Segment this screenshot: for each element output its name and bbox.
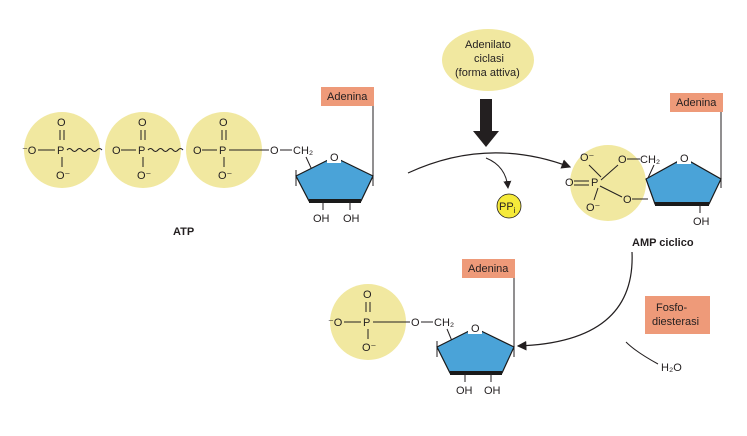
amp-ch2: CH₂ xyxy=(434,317,454,329)
atp-alpha-o-left: O xyxy=(193,145,202,157)
atp-alpha-o-minus-bottom: O⁻ xyxy=(218,170,233,182)
amp-adenine-label: Adenina xyxy=(468,263,509,275)
camp-p: P xyxy=(591,177,598,189)
camp-adenine-label: Adenina xyxy=(676,97,717,109)
hydrolysis-arrow xyxy=(516,251,633,351)
ppi-release-arrow xyxy=(485,157,512,189)
amp-oh-right: OH xyxy=(484,385,501,397)
camp-phosphate-circle xyxy=(570,145,646,221)
atp-ring-o: O xyxy=(330,152,339,164)
atp-beta-p: P xyxy=(138,145,145,157)
pde-line-1: Fosfo- xyxy=(656,302,688,314)
water-label: H₂O xyxy=(661,362,682,374)
atp-bridge-o: O xyxy=(270,145,279,157)
atp-adenine-box xyxy=(321,87,374,106)
amp-o-minus-left: ⁻O xyxy=(328,317,343,329)
atp-oh-left: OH xyxy=(313,213,330,225)
atp-ch2: CH₂ xyxy=(293,145,313,157)
amp-o-minus-bottom: O⁻ xyxy=(362,342,377,354)
atp-gamma-o-top: O xyxy=(57,117,66,129)
atp-oh-right: OH xyxy=(343,213,360,225)
enzyme-line-3: (forma attiva) xyxy=(455,67,520,79)
adenylate-cyclase-step: Adenilato ciclasi (forma attiva) PPi xyxy=(407,29,572,219)
amp-oh-left: OH xyxy=(456,385,473,397)
atp-label: ATP xyxy=(173,226,194,238)
camp-o-minus-bottom: O⁻ xyxy=(586,202,601,214)
amp-o-top: O xyxy=(363,289,372,301)
phosphate-beta-circle xyxy=(105,112,181,188)
down-arrow-icon xyxy=(473,99,499,147)
phosphate-alpha-circle xyxy=(186,112,262,188)
camp-o-minus-top: O⁻ xyxy=(580,152,595,164)
ppi-label: PPi xyxy=(499,201,516,215)
pde-line-2: diesterasi xyxy=(652,316,699,328)
camp-oh: OH xyxy=(693,216,710,228)
atp-alpha-o-top: O xyxy=(219,117,228,129)
camp-label: AMP ciclico xyxy=(632,237,694,249)
curved-arrow-icon xyxy=(407,152,572,174)
atp-beta-o-top: O xyxy=(138,117,147,129)
atp-beta-o-left: O xyxy=(112,145,121,157)
camp-adenine-box xyxy=(670,93,723,112)
amp-ring-o: O xyxy=(471,323,480,335)
phosphodiesterase-box xyxy=(645,296,710,334)
atp-gamma-p: P xyxy=(57,145,64,157)
amp-phosphate-circle xyxy=(330,284,406,360)
atp-molecule: O ⁻O P O⁻ O O P O⁻ O O P O⁻ O CH₂ O xyxy=(22,87,374,238)
atp-alpha-p: P xyxy=(219,145,226,157)
phosphodiesterase-step: Fosfo- diesterasi H₂O xyxy=(516,251,710,374)
camp-o-upper: O xyxy=(618,154,627,166)
ppi-circle xyxy=(496,193,522,219)
amp-bridge-o: O xyxy=(411,317,420,329)
ppi-subscript: i xyxy=(514,206,516,215)
camp-ring-o: O xyxy=(680,153,689,165)
enzyme-line-2: ciclasi xyxy=(474,53,504,65)
amp-adenine-box xyxy=(462,259,515,278)
water-input-line xyxy=(625,341,659,365)
camp-molecule: O⁻ O P O⁻ O CH₂ O O OH Adenina AMP cicli… xyxy=(565,93,723,249)
atp-gamma-o-minus-bottom: O⁻ xyxy=(56,170,71,182)
atp-adenine-label: Adenina xyxy=(327,91,368,103)
amp-molecule: O ⁻O P O⁻ O CH₂ O OH OH Adenina xyxy=(328,259,515,397)
adenylate-cyclase-ellipse xyxy=(442,29,534,91)
camp-o-lower: O xyxy=(623,194,632,206)
amp-p: P xyxy=(363,317,370,329)
atp-gamma-o-minus-left: ⁻O xyxy=(22,145,37,157)
phosphate-gamma-circle xyxy=(24,112,100,188)
atp-beta-o-minus-bottom: O⁻ xyxy=(137,170,152,182)
camp-ch2: CH₂ xyxy=(640,154,660,166)
enzyme-line-1: Adenilato xyxy=(465,39,511,51)
camp-o-double-left: O xyxy=(565,177,574,189)
